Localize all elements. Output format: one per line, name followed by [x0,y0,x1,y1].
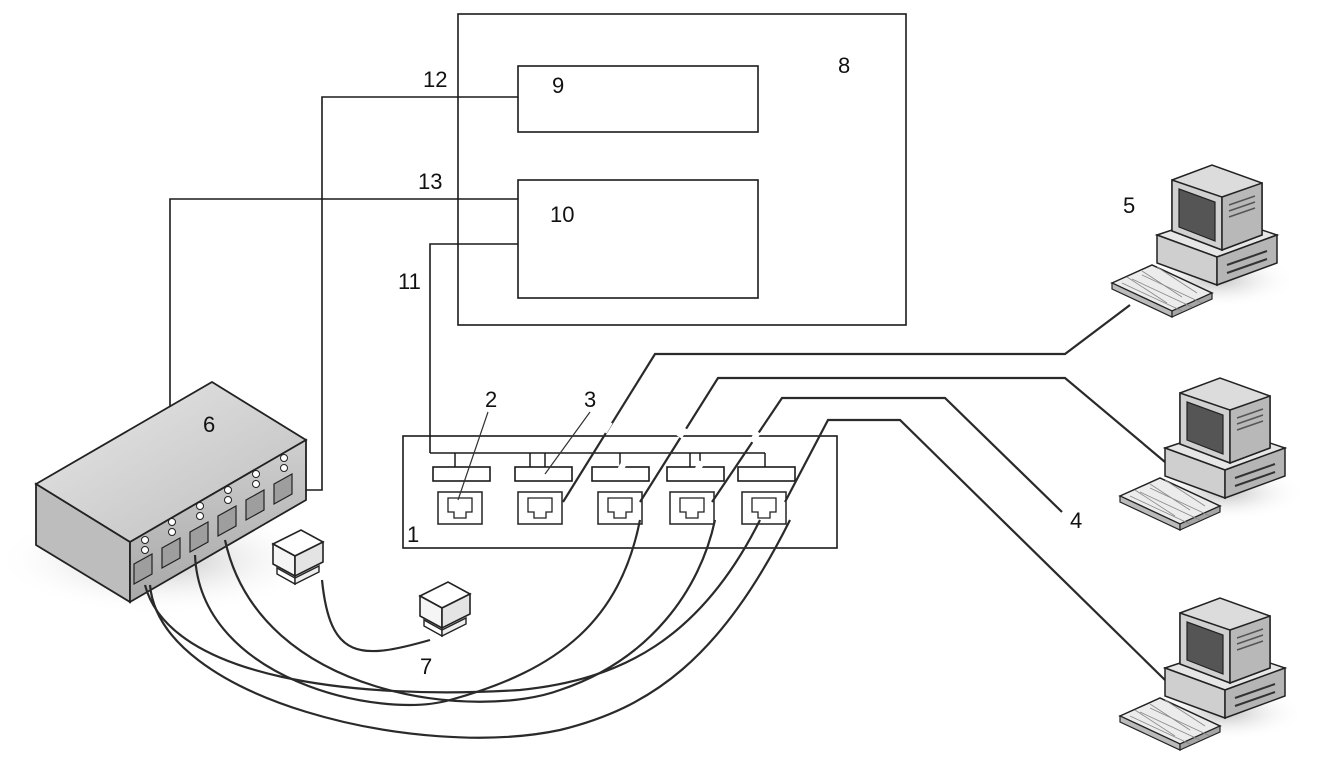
network-switch-6 [0,382,325,615]
label-11: 11 [398,269,421,294]
computer-middle [1120,378,1305,530]
label-9: 9 [552,73,564,98]
cable-to-pc-top [563,305,1130,502]
label-1: 1 [407,522,419,547]
label-12: 12 [423,67,447,92]
module-10 [518,180,758,298]
leader-2 [458,412,488,500]
label-10: 10 [550,202,574,227]
panel-bus-drops [455,453,765,467]
label-13: 13 [418,169,442,194]
panel-relay-row [433,467,795,481]
label-6: 6 [203,412,215,437]
panel-socket-row [438,492,786,524]
label-8: 8 [838,53,850,78]
computer-top [1112,165,1297,317]
label-7: 7 [420,654,432,679]
leader-3 [545,412,590,474]
computer-bottom [1120,598,1305,750]
cable-gap-marks [604,422,758,472]
cable-to-pc-bottom [785,420,1165,680]
label-3: 3 [584,387,596,412]
connector-cable-7 [322,580,430,651]
cable-to-pc-middle [640,378,1165,502]
label-2: 2 [485,387,497,412]
label-5: 5 [1123,193,1135,218]
line-11 [430,244,518,453]
label-4: 4 [1070,508,1082,533]
rj45-plug-lower [420,582,470,636]
